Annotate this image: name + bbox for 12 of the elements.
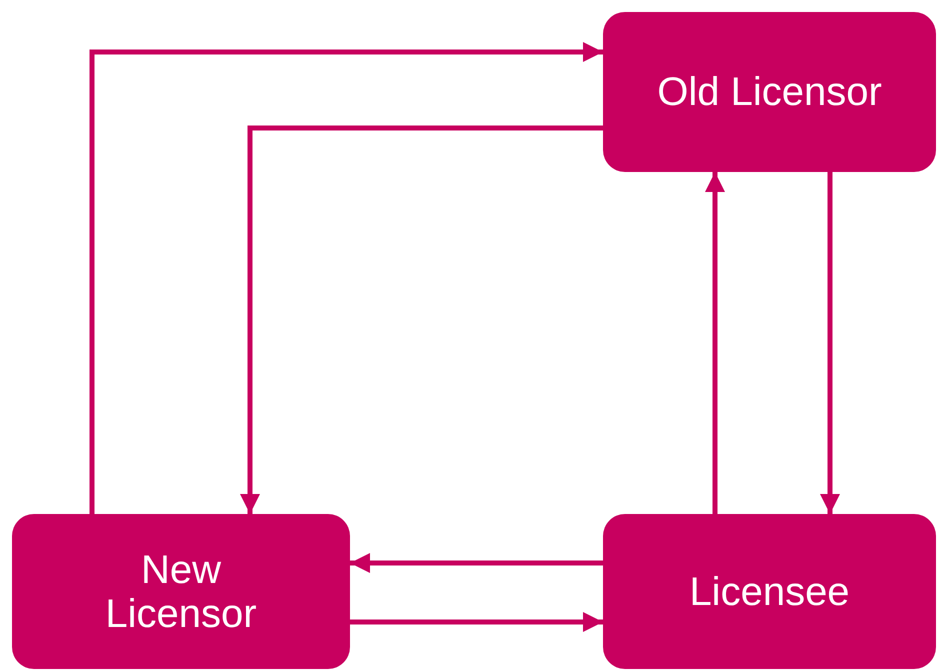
arrow (350, 612, 603, 632)
box-label: Licensee (689, 570, 850, 614)
process-box (603, 514, 936, 669)
box-label: New Licensor (104, 548, 258, 636)
arrow (705, 172, 725, 514)
box-label: Old Licensor (657, 70, 882, 114)
arrow (820, 172, 840, 514)
process-box (12, 514, 350, 669)
arrow (240, 126, 603, 514)
process-box (603, 12, 936, 172)
arrow (350, 553, 603, 573)
arrow (90, 42, 603, 514)
